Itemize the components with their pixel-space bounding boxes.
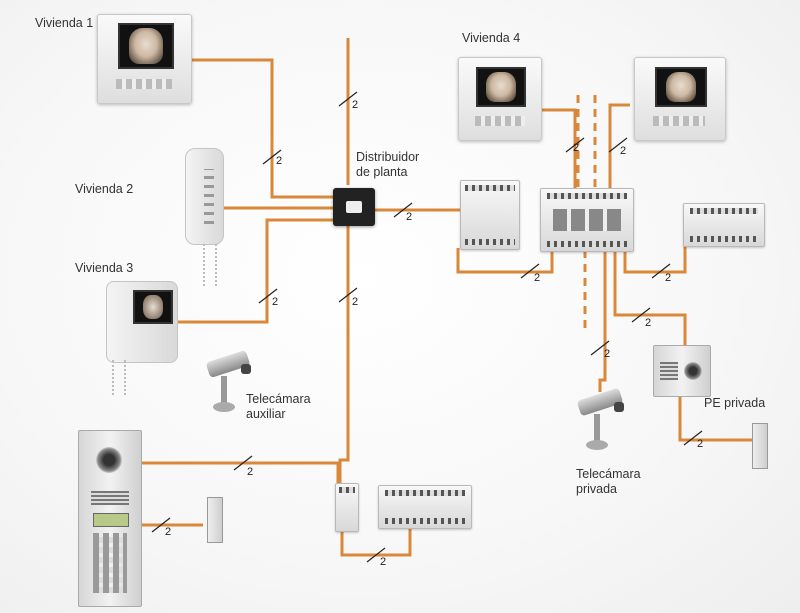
- wire-count-label: 2: [665, 272, 672, 284]
- video-distributor-module: [540, 188, 634, 252]
- private-camera: [576, 387, 628, 460]
- label-telecamara-privada-line2: privada: [576, 482, 617, 496]
- auxiliary-camera: [205, 349, 253, 420]
- handset-cord: [203, 244, 217, 286]
- label-vivienda-2: Vivienda 2: [75, 182, 134, 196]
- private-door-lock: [752, 423, 768, 469]
- video-handset-vivienda-3: [106, 281, 178, 363]
- external-door-panel: [78, 430, 142, 607]
- wire-count-label: 2: [352, 296, 359, 308]
- wire-count-label: 2: [276, 155, 283, 167]
- wire-count-label: 2: [165, 526, 172, 538]
- label-telecamara-auxiliar: Telecámara auxiliar: [246, 392, 311, 422]
- label-vivienda-1: Vivienda 1: [35, 16, 94, 30]
- label-vivienda-4: Vivienda 4: [462, 31, 521, 45]
- wire-count-label: 2: [573, 142, 580, 154]
- wire-count-label: 2: [247, 466, 254, 478]
- interface-module: [460, 180, 520, 250]
- label-vivienda-3: Vivienda 3: [75, 261, 134, 275]
- video-monitor-vivienda-1: [97, 14, 192, 104]
- power-supply-module-right: [683, 203, 765, 247]
- private-door-panel: [653, 345, 711, 397]
- label-pe-privada: PE privada: [704, 396, 766, 410]
- label-distribuidor-line2: de planta: [356, 165, 408, 179]
- label-telecamara-auxiliar-line1: Telecámara: [246, 392, 311, 406]
- video-monitor-vivienda-4a: [458, 57, 542, 141]
- label-telecamara-privada-line1: Telecámara: [576, 467, 641, 481]
- wire-count-label: 2: [272, 296, 279, 308]
- label-distribuidor-line1: Distribuidor: [356, 150, 420, 164]
- door-lock: [207, 497, 223, 543]
- label-telecamara-auxiliar-line2: auxiliar: [246, 407, 286, 421]
- wire-count-label: 2: [534, 272, 541, 284]
- handset-cord: [112, 360, 126, 395]
- wire-count-label: 2: [697, 438, 704, 450]
- label-distribuidor: Distribuidor de planta: [356, 150, 419, 180]
- label-telecamara-privada: Telecámara privada: [576, 467, 641, 497]
- wire-count-label: 2: [352, 99, 359, 111]
- video-monitor-vivienda-4b: [634, 57, 726, 141]
- wire-count-label: 2: [604, 348, 611, 360]
- wire-count-label: 2: [406, 211, 413, 223]
- audio-handset-vivienda-2: [185, 148, 224, 245]
- wire-count-label: 2: [620, 145, 627, 157]
- power-supply-module: [378, 485, 472, 529]
- floor-distributor: [333, 188, 375, 226]
- wire-count-label: 2: [380, 556, 387, 568]
- wire-count-label: 2: [645, 317, 652, 329]
- din-module-small: [335, 483, 359, 532]
